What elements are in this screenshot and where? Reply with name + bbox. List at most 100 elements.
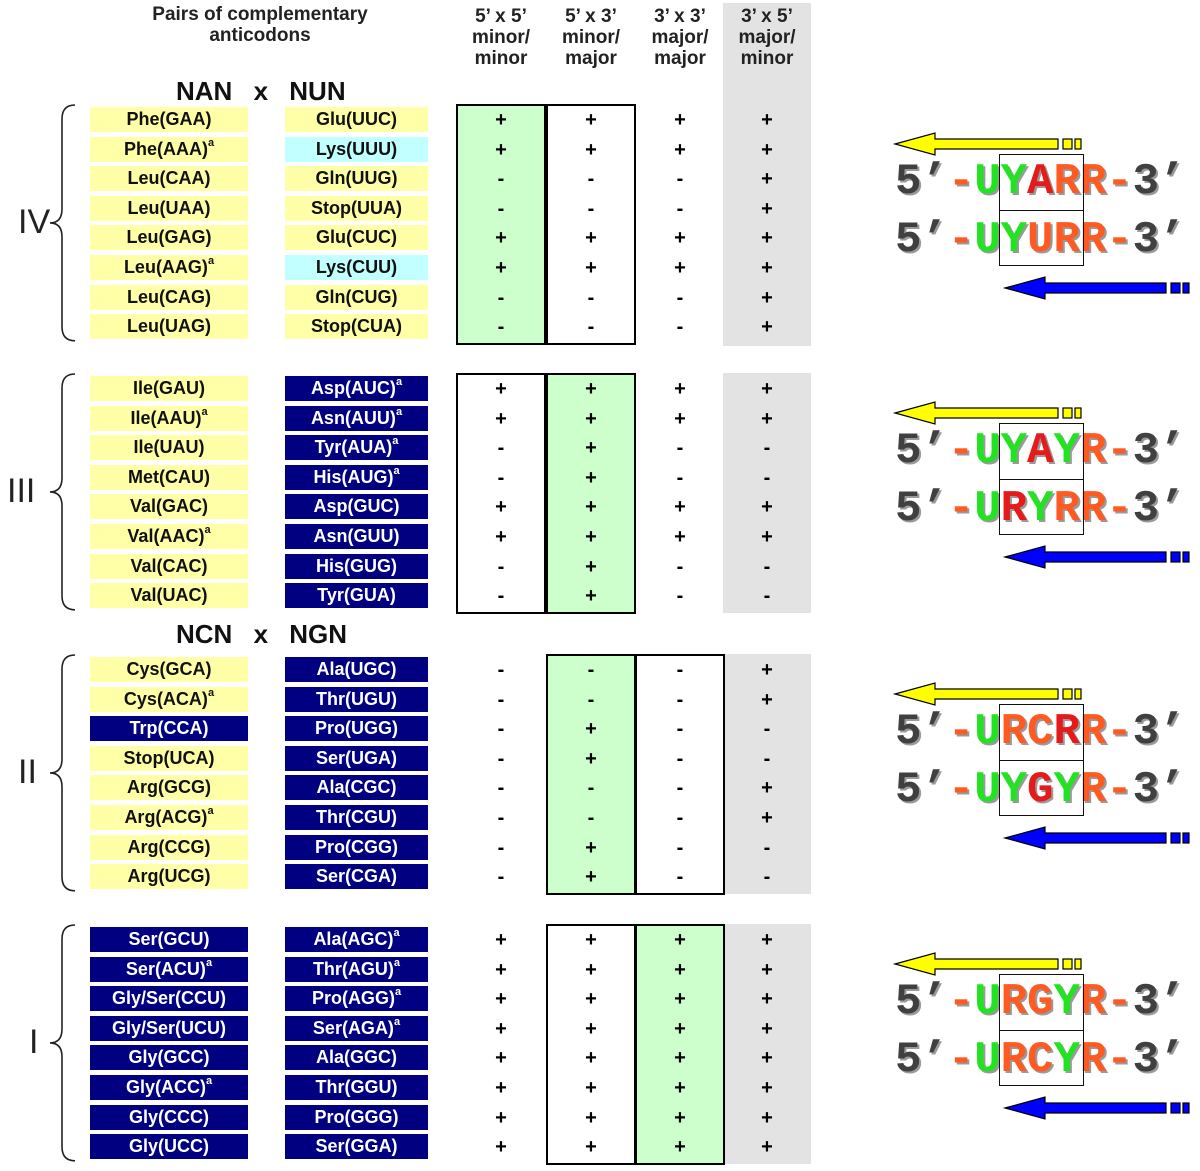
anticodon-right: Ala(AGC)a <box>285 927 428 952</box>
pairing-mark: + <box>674 407 686 430</box>
pairing-mark: - <box>676 197 684 220</box>
pairing-mark: + <box>761 316 773 339</box>
motif-segment: R <box>1000 484 1028 534</box>
codon-motif: 5’-UYAYR-3’ <box>895 429 1185 473</box>
motif-segment: R <box>1053 215 1080 265</box>
pairing-mark: + <box>585 866 597 889</box>
pairing-mark: + <box>761 109 773 131</box>
anticodon-right-label: Lys(UUU) <box>315 138 398 159</box>
codon-motif: 5’-UYURR-3’ <box>895 218 1185 262</box>
anticodon-right: Asp(AUC)a <box>285 376 428 401</box>
anticodon-right-label: Pro(GGG) <box>314 1106 399 1127</box>
pairing-mark: + <box>761 257 773 279</box>
anticodon-left: Leu(GAG) <box>90 225 248 251</box>
anticodon-left-label: Ser(GCU) <box>128 929 210 949</box>
pairing-mark: + <box>761 988 773 1011</box>
anticodon-right: Stop(UUA) <box>285 195 428 221</box>
pairing-mark: + <box>585 257 597 279</box>
anticodon-right-label: Ala(CGC) <box>316 777 397 798</box>
anticodon-right-label: Asn(GUU) <box>313 526 400 546</box>
codon-box-divider <box>998 760 1084 761</box>
codon-motif: 5’-UYGYR-3’ <box>895 768 1185 812</box>
anticodon-right: Ser(CGA) <box>285 864 428 890</box>
pairing-mark: + <box>585 1077 597 1099</box>
pairing-mark: - <box>497 466 505 489</box>
anticodon-left: Ser(GCU) <box>90 927 248 952</box>
blue-arrow-left-icon <box>1002 545 1190 569</box>
pairing-mark: - <box>676 437 684 460</box>
pairing-mark: - <box>763 866 771 889</box>
pairing-mark: + <box>674 227 686 250</box>
anticodon-right-label: Tyr(AUA) <box>314 437 393 458</box>
anticodon-right: Ala(UGC) <box>285 657 428 682</box>
pairing-mark: + <box>585 1106 597 1129</box>
pairs-title-line-2: anticodons <box>209 25 311 46</box>
footnote-marker: a <box>393 464 400 477</box>
anticodon-left-label: Arg(ACG) <box>124 807 208 827</box>
pairing-mark: + <box>585 1017 597 1040</box>
motif-segment: 5’- <box>895 484 975 534</box>
motif-segment: R <box>1079 707 1107 757</box>
pairing-mark: - <box>497 747 505 770</box>
motif-segment: -3’ <box>1106 707 1186 757</box>
column-header-line: minor/ <box>561 27 621 48</box>
pairing-mark: + <box>674 496 686 519</box>
motif-segment: C <box>1027 1035 1054 1085</box>
anticodon-right-label: Ala(GGC) <box>316 1047 397 1068</box>
pairing-mark: - <box>497 316 505 339</box>
pairing-mark: + <box>495 1017 507 1040</box>
group-numeral: IV <box>18 203 51 242</box>
column-header: 3’ x 3’major/major <box>635 6 725 69</box>
footnote-marker: a <box>205 1075 213 1087</box>
highlight-column <box>635 924 725 1165</box>
pairing-mark: + <box>674 1106 686 1129</box>
pairing-mark: - <box>497 585 505 608</box>
anticodon-right: Stop(CUA) <box>285 314 428 340</box>
motif-segment: G <box>1027 977 1054 1027</box>
pairing-mark: - <box>763 466 771 489</box>
footnote-marker: a <box>393 956 401 969</box>
pairing-mark: + <box>674 378 686 400</box>
anticodon-left: Phe(AAA)a <box>90 136 248 162</box>
motif-segment: Y <box>1053 977 1080 1027</box>
motif-segment: Y <box>1000 426 1028 476</box>
motif-segment: R <box>1079 1035 1107 1085</box>
pairing-mark: - <box>676 718 684 741</box>
pairing-mark: - <box>587 688 595 711</box>
pairing-mark: + <box>585 929 597 951</box>
anticodon-right: Thr(AGU)a <box>285 956 428 982</box>
anticodon-right-label: Ser(GGA) <box>315 1136 398 1157</box>
pairing-mark: + <box>585 466 597 489</box>
shaded-column-3x5 <box>723 373 811 613</box>
pairing-mark: + <box>585 555 597 578</box>
anticodon-left: Phe(GAA) <box>90 107 248 132</box>
anticodon-right-label: His(GUG) <box>316 555 397 576</box>
motif-segment: R <box>1053 157 1080 207</box>
pairing-mark: + <box>674 1077 686 1099</box>
motif-segment: Y <box>1053 426 1080 476</box>
pairing-mark: + <box>495 1136 507 1159</box>
pairing-mark: - <box>587 807 595 829</box>
anticodon-right-label: Asp(GUC) <box>313 496 400 517</box>
pairing-mark: + <box>495 378 507 400</box>
pairing-mark: + <box>585 1136 597 1159</box>
pairing-mark: + <box>761 1136 773 1159</box>
anticodon-left-label: Ser(ACU) <box>125 958 206 979</box>
pairing-mark: - <box>676 659 684 681</box>
pairing-mark: + <box>674 929 686 951</box>
pairing-mark: + <box>761 659 773 681</box>
pairing-mark: + <box>495 496 507 519</box>
footnote-marker: a <box>392 435 399 448</box>
anticodon-right: Ser(UGA) <box>285 745 428 771</box>
motif-segment: U <box>974 765 1001 815</box>
motif-segment: -3’ <box>1106 977 1186 1027</box>
pairing-mark: - <box>497 555 505 578</box>
highlight-column <box>546 373 636 614</box>
motif-segment: R <box>1079 157 1107 207</box>
motif-segment: U <box>974 426 1001 476</box>
pairing-mark: - <box>587 197 595 220</box>
anticodon-right: His(GUG) <box>285 553 428 579</box>
pairing-mark: + <box>761 407 773 430</box>
anticodon-left: Val(UAC) <box>90 583 248 609</box>
pairing-mark: + <box>495 988 507 1011</box>
